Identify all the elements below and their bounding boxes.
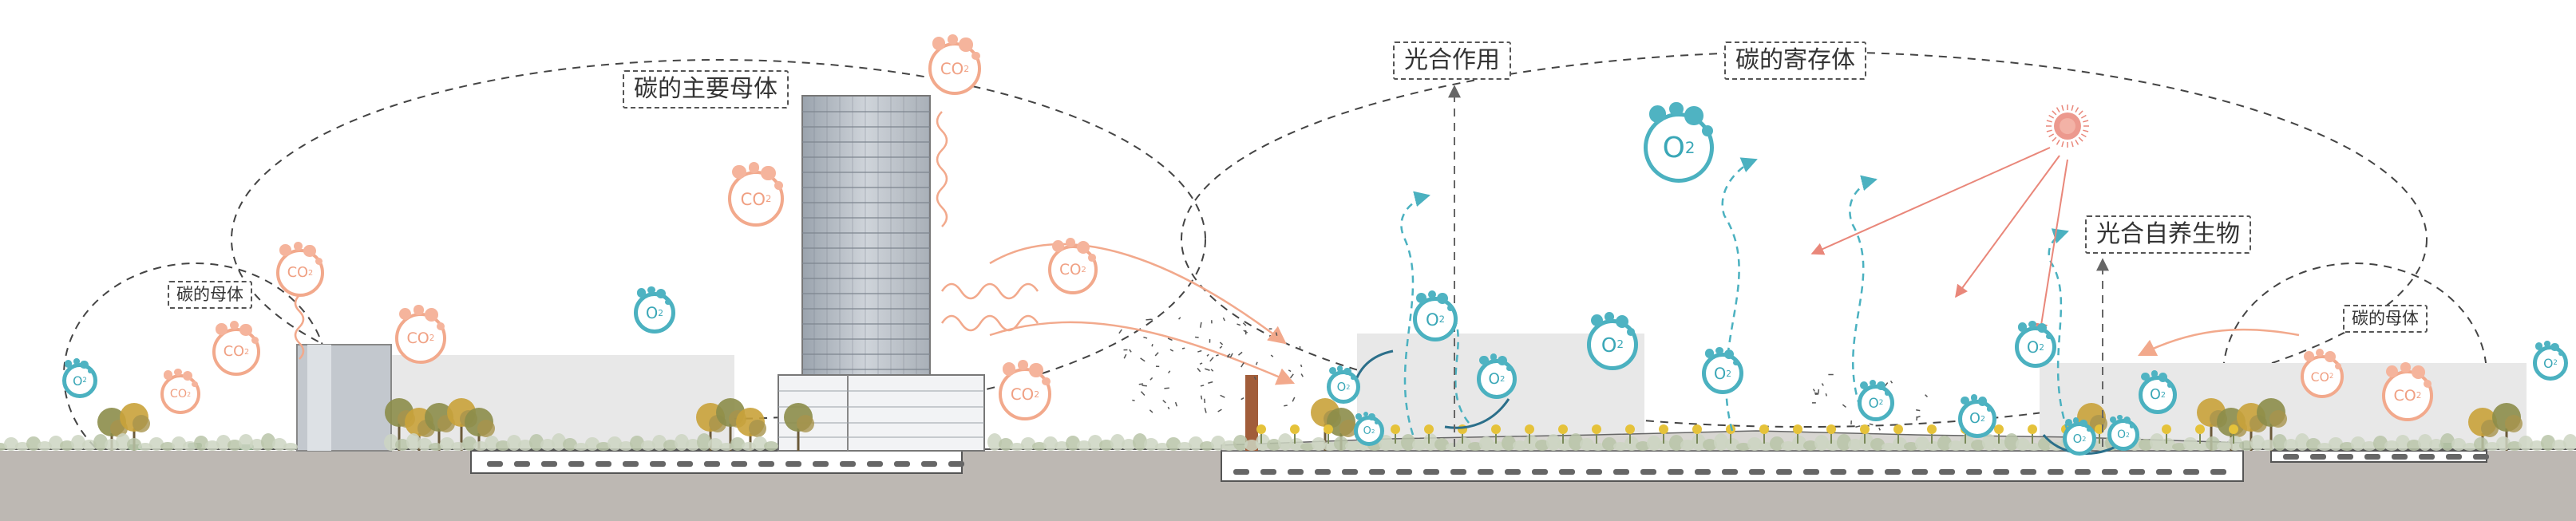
background-volumes xyxy=(383,334,2527,451)
tree xyxy=(2492,403,2523,451)
sun-icon xyxy=(2046,105,2089,148)
sunlight-arrows xyxy=(1810,147,2068,337)
co2-wavy-lines xyxy=(294,111,1039,360)
label-photoautotroph: 光合自养生物 xyxy=(2085,215,2251,254)
label-photosynthesis: 光合作用 xyxy=(1393,41,1511,80)
label-carbon-matrix-left: 碳的母体 xyxy=(168,281,252,310)
co2-flow-arrows xyxy=(989,243,2300,385)
label-carbon-main-matrix: 碳的主要母体 xyxy=(623,70,789,109)
grey-annotation-arrows xyxy=(1448,85,2109,447)
label-carbon-storage: 碳的寄存体 xyxy=(1724,41,1866,80)
tree xyxy=(784,403,814,451)
label-carbon-matrix-right: 碳的母体 xyxy=(2343,305,2428,334)
tower-floor-lines xyxy=(802,96,930,375)
tree xyxy=(1327,408,1357,451)
tree xyxy=(736,408,766,451)
tree xyxy=(465,408,495,451)
o2-flow-arrows xyxy=(1400,157,2069,436)
